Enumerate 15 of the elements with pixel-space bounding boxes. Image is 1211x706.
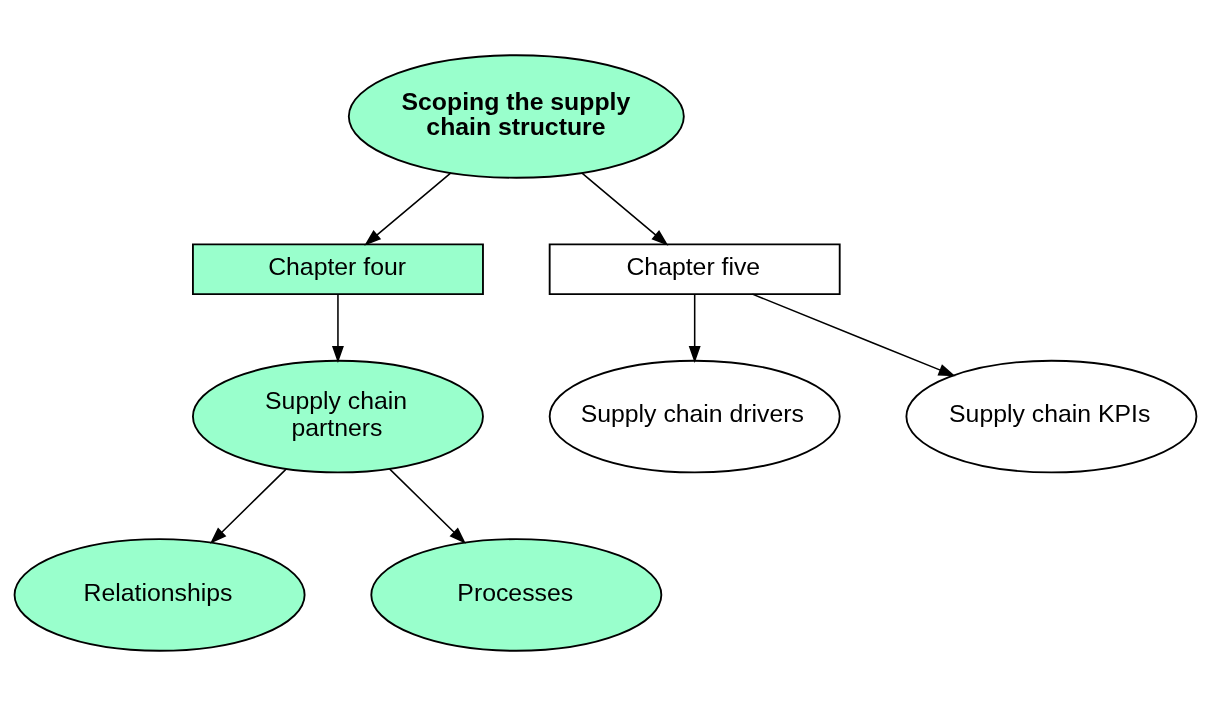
arrow [751, 293, 956, 377]
arrow [580, 172, 669, 246]
arrow [210, 468, 288, 544]
arrow [388, 468, 466, 544]
node-ellipse: Scoping the supply chain structure [347, 54, 685, 179]
node-box: Chapter five [548, 243, 841, 295]
node-box: Chapter four [192, 243, 484, 295]
node-ellipse: Supply chain drivers [548, 359, 841, 474]
node-ellipse: Processes [370, 538, 663, 652]
arrow [364, 172, 452, 246]
node-ellipse: Supply chain KPIs [905, 359, 1198, 474]
node-ellipse: Relationships [13, 538, 306, 652]
arrow [331, 293, 344, 363]
arrow [688, 293, 701, 363]
node-ellipse: Supply chain partners [192, 359, 484, 474]
